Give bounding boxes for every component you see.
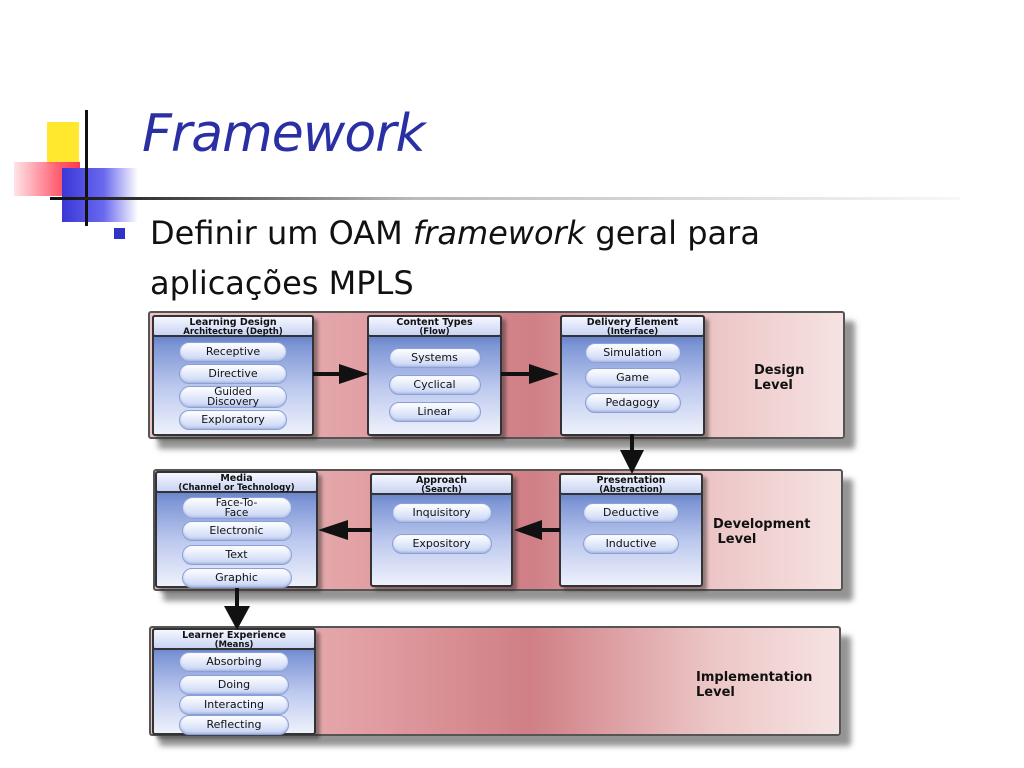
item-simulation: Simulation	[584, 343, 681, 363]
item-directive: Directive	[179, 364, 287, 384]
item-inquisitory: Inquisitory	[391, 503, 492, 523]
arrow-left-icon	[318, 520, 372, 540]
item-doing: Doing	[179, 675, 289, 695]
column-header: Delivery Element(Interface)	[560, 315, 705, 337]
level-label: Design Level	[754, 363, 805, 393]
item-game: Game	[584, 368, 681, 388]
title-underline	[50, 197, 960, 200]
column-title: Learning Design	[189, 317, 277, 328]
item-guided-discovery: Guided Discovery	[179, 386, 287, 408]
item-pedagogy: Pedagogy	[584, 393, 681, 413]
decor-vertical-line	[85, 110, 88, 226]
arrow-right-icon	[313, 364, 369, 384]
item-electronic: Electronic	[181, 521, 292, 541]
bullet-square-icon	[114, 228, 125, 239]
slide-title: Framework	[142, 104, 426, 164]
column-subtitle: (Interface)	[606, 326, 659, 337]
bullet-text-emphasis: framework	[412, 214, 586, 252]
column-header: Media(Channel or Technology)	[155, 471, 318, 493]
delivery-element-column: Delivery Element(Interface) Simulation G…	[560, 315, 705, 436]
column-header: Learner Experience(Means)	[152, 628, 316, 650]
item-receptive: Receptive	[179, 342, 287, 362]
column-header: Presentation(Abstraction)	[559, 473, 703, 495]
decor-yellow-square	[47, 122, 79, 164]
column-subtitle: Architecture (Depth)	[183, 326, 283, 337]
column-header: Content Types(Flow)	[367, 315, 502, 337]
column-title: Content Types	[396, 317, 473, 328]
column-subtitle: (Abstraction)	[599, 484, 663, 495]
content-types-column: Content Types(Flow) Systems Cyclical Lin…	[367, 315, 502, 436]
column-title: Learner Experience	[182, 630, 286, 641]
bullet-text: Definir um OAM framework geral para apli…	[150, 208, 870, 308]
media-column: Media(Channel or Technology) Face-To- Fa…	[155, 471, 318, 588]
learner-experience-column: Learner Experience(Means) Absorbing Doin…	[152, 628, 316, 735]
arrow-down-icon	[224, 588, 250, 630]
bullet-text-part: geral para aplicações MPLS	[150, 214, 760, 302]
approach-column: Approach(Search) Inquisitory Expository	[370, 473, 513, 587]
column-subtitle: (Means)	[214, 639, 254, 650]
column-subtitle: (Search)	[421, 484, 462, 495]
presentation-column: Presentation(Abstraction) Deductive Indu…	[559, 473, 703, 587]
bullet-text-part: Definir um OAM	[150, 214, 413, 252]
column-subtitle: (Flow)	[419, 326, 450, 337]
item-reflecting: Reflecting	[179, 715, 289, 735]
item-expository: Expository	[391, 534, 492, 554]
item-graphic: Graphic	[181, 568, 292, 588]
item-face-to-face: Face-To- Face	[181, 497, 292, 519]
decor-blue-square	[62, 168, 138, 222]
item-text: Text	[181, 545, 292, 565]
column-title: Delivery Element	[586, 317, 679, 328]
column-title: Media	[220, 473, 253, 484]
level-label: Development Level	[713, 517, 811, 547]
item-deductive: Deductive	[583, 503, 679, 523]
column-header: Approach(Search)	[370, 473, 513, 495]
arrow-right-icon	[501, 364, 559, 384]
item-cyclical: Cyclical	[388, 375, 481, 395]
item-absorbing: Absorbing	[179, 652, 289, 672]
item-interacting: Interacting	[179, 695, 289, 715]
item-systems: Systems	[388, 348, 481, 368]
level-label: Implementation Level	[696, 670, 813, 700]
item-inductive: Inductive	[583, 534, 679, 554]
column-subtitle: (Channel or Technology)	[178, 482, 295, 493]
item-exploratory: Exploratory	[179, 410, 287, 430]
column-title: Approach	[416, 475, 467, 486]
item-linear: Linear	[388, 402, 481, 422]
arrow-down-icon	[620, 434, 644, 474]
arrow-left-icon	[514, 520, 560, 540]
column-title: Presentation	[596, 475, 666, 486]
